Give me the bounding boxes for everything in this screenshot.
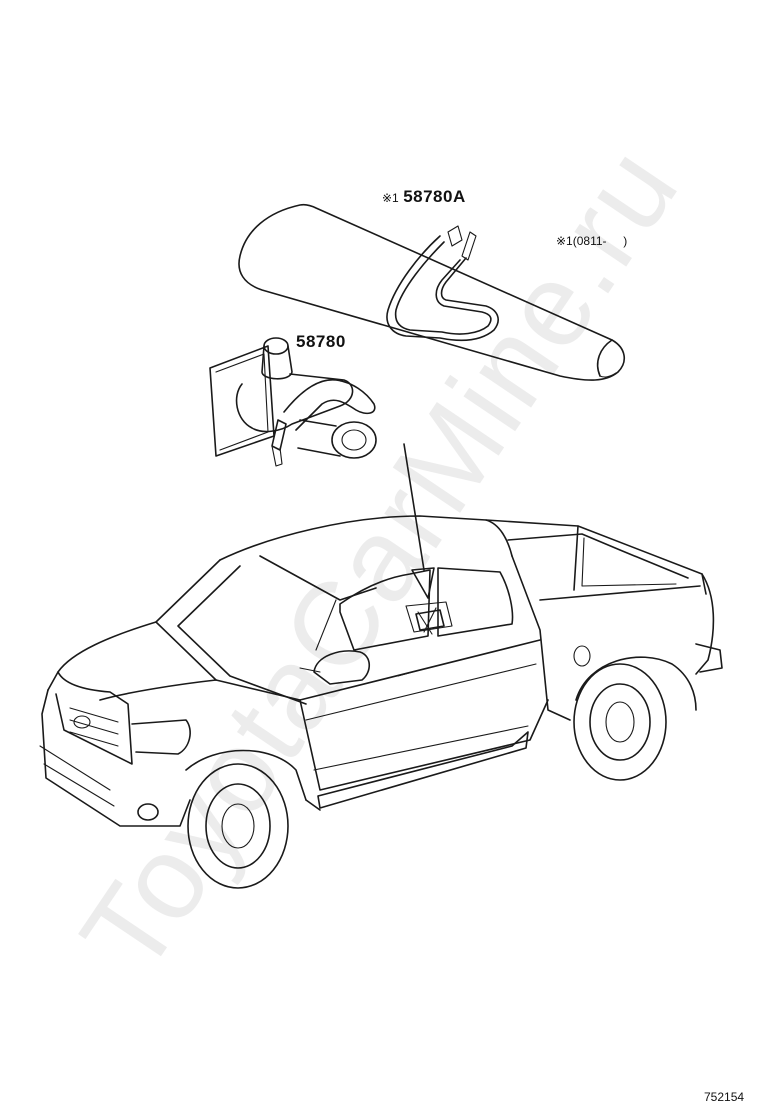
part-number-58780: 58780	[296, 332, 346, 351]
leader-arrow	[403, 443, 435, 599]
figure-id: 752154	[704, 1090, 745, 1104]
note-text: (0811- )	[572, 234, 628, 248]
note-date-range: ※1(0811- )	[556, 234, 627, 248]
callout-58780: 58780	[296, 332, 346, 352]
pickup-truck-illustration	[39, 515, 723, 889]
note-mark: ※1	[556, 234, 573, 248]
map-lamp-illustration	[209, 337, 377, 467]
part-number-58780a: 58780A	[403, 187, 466, 206]
callout-58780a: ※1 58780A	[382, 187, 466, 207]
visor-illustration	[238, 203, 625, 381]
callout-mark: ※1	[382, 191, 399, 205]
